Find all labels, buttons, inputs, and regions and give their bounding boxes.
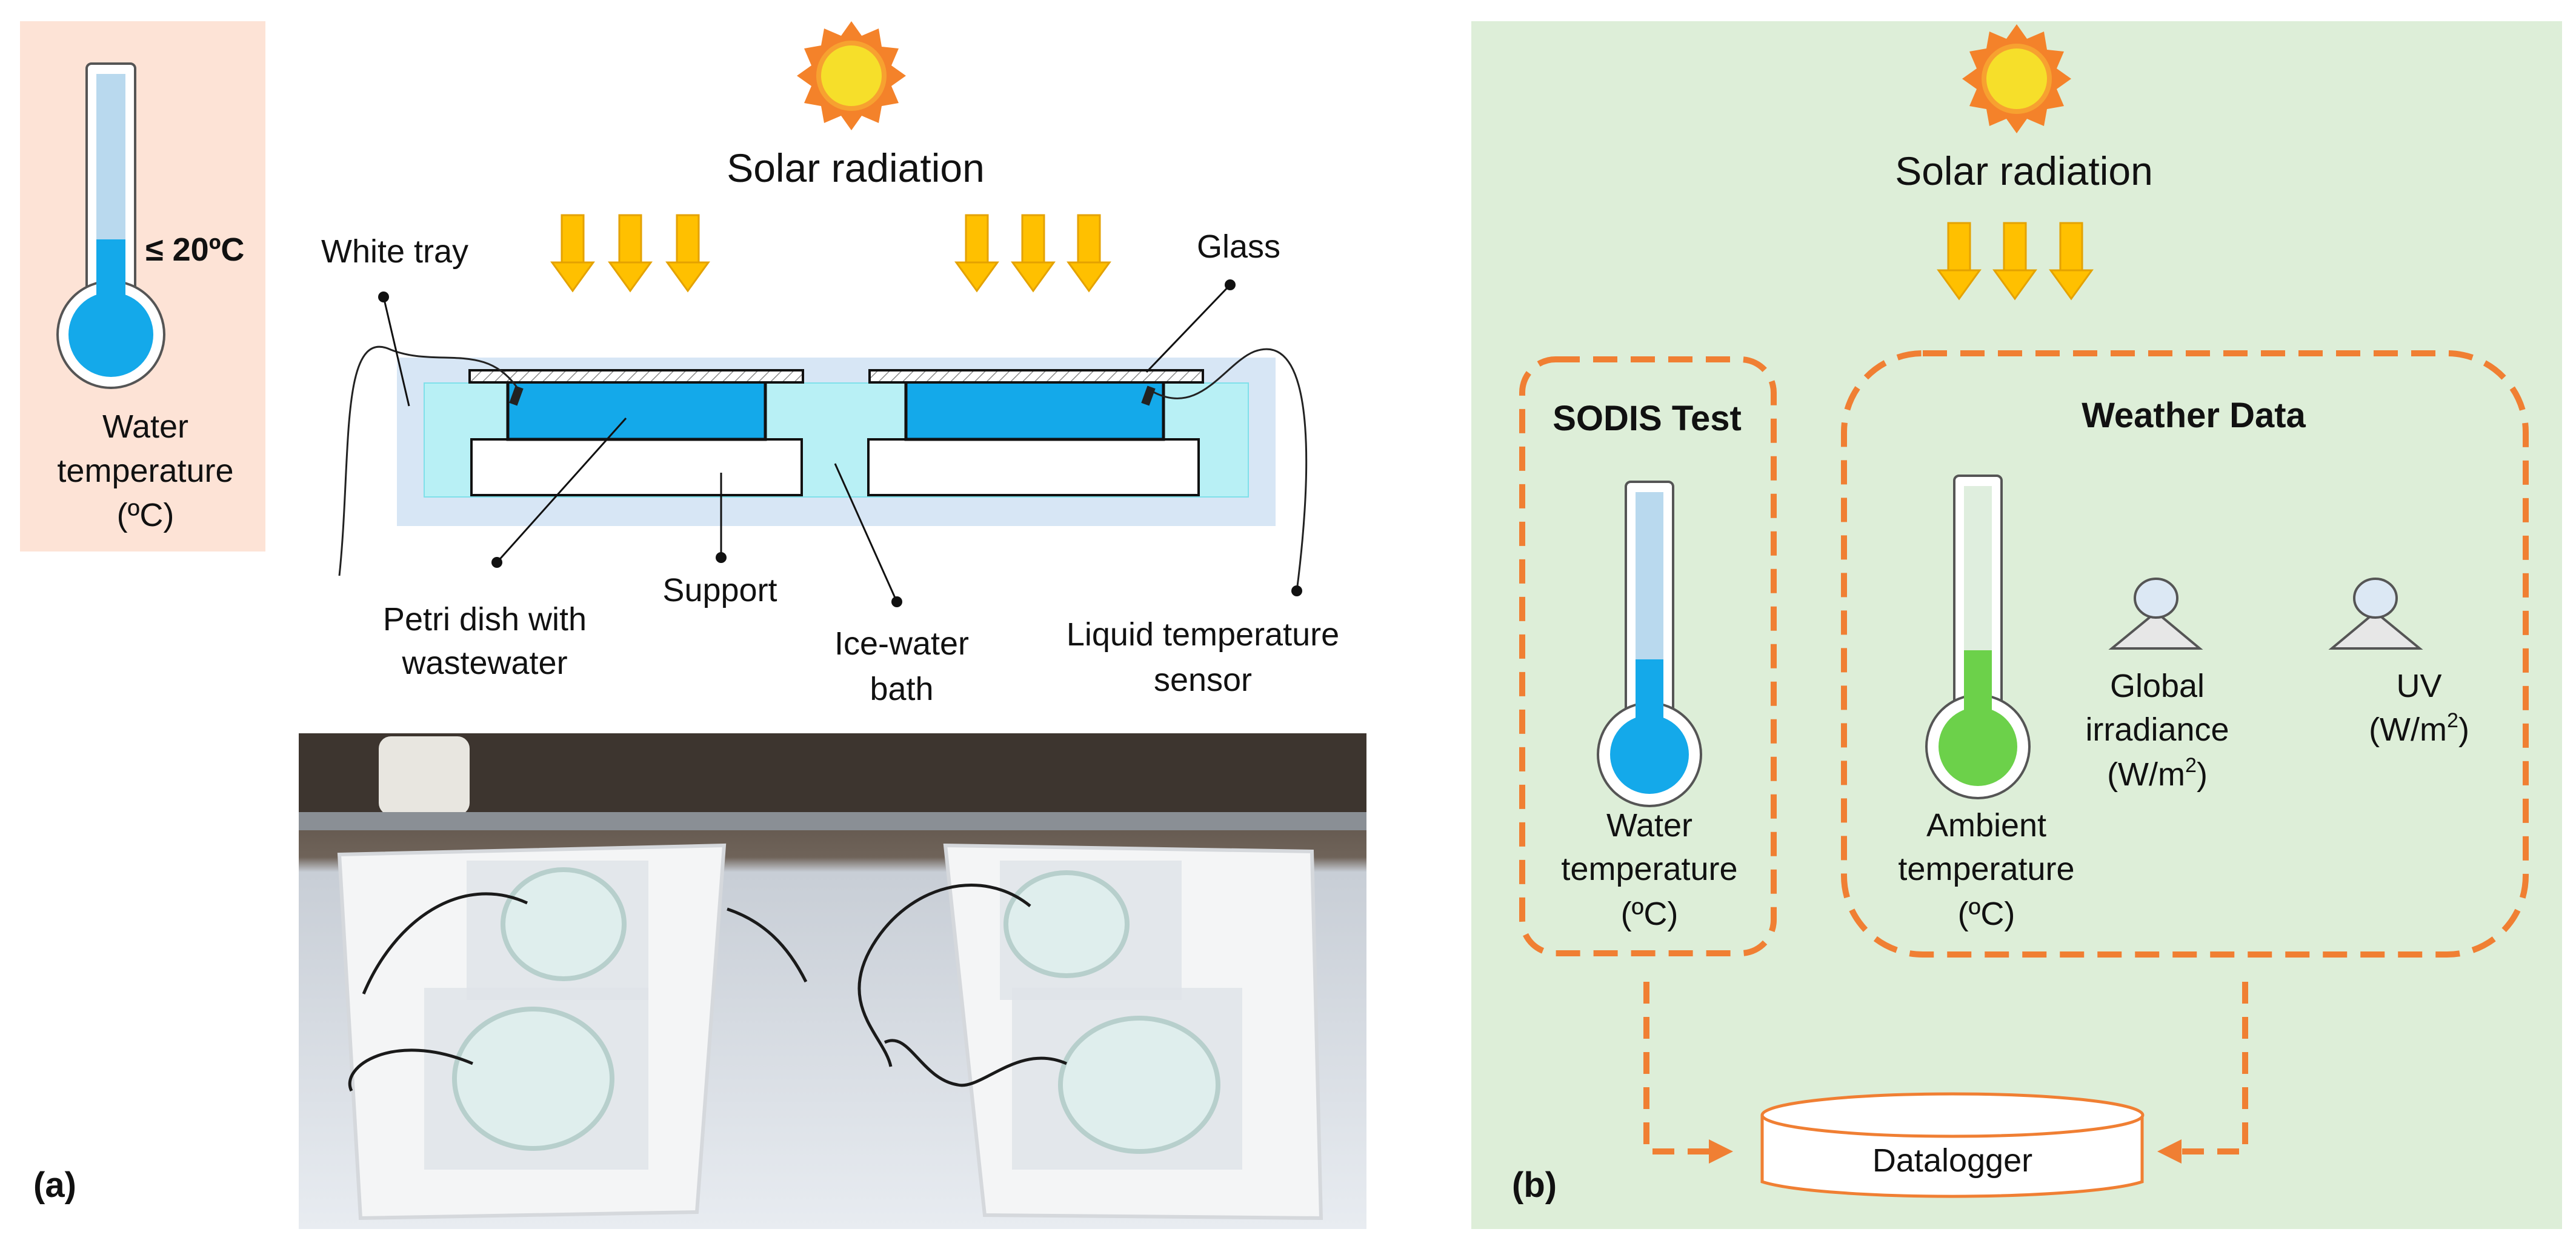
- unit-prefix: (W/m: [2107, 756, 2185, 793]
- support-label: Support: [662, 572, 777, 608]
- threshold-label: ≤ 20ºC: [145, 232, 244, 268]
- ambient-temp-label-line1: Ambient: [1926, 807, 2046, 844]
- arrow-head-icon: [1709, 1139, 1733, 1164]
- unit-superscript: 2: [2447, 709, 2458, 732]
- sensor-icon: [509, 385, 524, 406]
- water-temp-label-line2: temperature: [1561, 851, 1737, 887]
- sensor-wire-right: [1151, 348, 1308, 591]
- datalogger-label: Datalogger: [1872, 1142, 2032, 1179]
- uv-label-line2: (W/m2): [2369, 709, 2469, 748]
- ice-bath-label-line1: Ice-water: [834, 625, 969, 662]
- support-left: [470, 438, 803, 496]
- petri-dish-label-line2: wastewater: [401, 645, 567, 681]
- weather-data-title: Weather Data: [2082, 396, 2306, 435]
- legend-background: [20, 21, 265, 551]
- pyranometer-icon: [2108, 578, 2203, 650]
- sensor-wire-left: [338, 345, 519, 576]
- support-right: [867, 438, 1200, 496]
- sodis-test-title: SODIS Test: [1553, 399, 1742, 438]
- radiation-arrows-left: [551, 214, 710, 292]
- uv-sensor-icon: [2328, 578, 2423, 650]
- glass-left: [468, 369, 804, 384]
- datalogger-cylinder: [1760, 1092, 2145, 1198]
- sodis-test-box: [1519, 356, 1777, 956]
- petri-dish-right: [904, 380, 1165, 441]
- petri-dish-left: [506, 380, 767, 441]
- radiation-arrows-right: [955, 214, 1111, 292]
- water-temp-label-line3: (ºC): [1621, 896, 1679, 932]
- experiment-photo: [299, 733, 1366, 1229]
- unit-suffix: ): [2458, 711, 2469, 748]
- solar-radiation-label: Solar radiation: [1895, 148, 2153, 193]
- panel-b-label: (b): [1512, 1165, 1557, 1205]
- radiation-arrows: [1937, 222, 2093, 300]
- photo-wires: [348, 884, 1067, 1092]
- petri-dish-label-line1: Petri dish with: [383, 601, 587, 638]
- solar-radiation-label: Solar radiation: [727, 145, 985, 190]
- arrow-icon: [955, 214, 999, 292]
- unit-prefix: (W/m: [2369, 711, 2447, 748]
- global-irradiance-label-line3: (W/m2): [2107, 754, 2208, 793]
- leader-dots: [378, 279, 1302, 607]
- unit-suffix: ): [2197, 756, 2208, 793]
- arrow-icon: [608, 214, 652, 292]
- apparatus-schematic: [338, 279, 1308, 607]
- leader-lines: [382, 284, 1231, 602]
- water-temperature-legend: ≤ 20ºC Water temperature (ºC): [20, 21, 265, 551]
- thermo-label-line3: (ºC): [117, 497, 175, 533]
- ambient-temp-label-line2: temperature: [1898, 851, 2074, 887]
- white-tray-label: White tray: [321, 233, 468, 270]
- arrow-icon: [1011, 214, 1055, 292]
- water-temp-label-line1: Water: [1606, 807, 1692, 844]
- global-irradiance-label-line1: Global: [2110, 668, 2205, 704]
- water-thermometer-icon: [1597, 481, 1702, 807]
- glass-right: [868, 369, 1204, 384]
- ice-bath-label-line2: bath: [870, 671, 933, 707]
- sun-icon: [797, 21, 906, 130]
- ambient-temp-label-line3: (ºC): [1958, 896, 2015, 932]
- weather-data-box: [1841, 350, 2529, 958]
- unit-superscript: 2: [2185, 754, 2197, 777]
- glass-label: Glass: [1197, 228, 1280, 265]
- bottle-image: [379, 736, 470, 815]
- tray-photo-right: [943, 843, 1323, 1221]
- thermometer-icon: [56, 62, 165, 389]
- sensor-label-line1: Liquid temperature: [1067, 616, 1339, 653]
- thermo-label-line2: temperature: [57, 453, 233, 489]
- panel-a: ≤ 20ºC Water temperature (ºC) Solar radi…: [20, 21, 1366, 1229]
- data-connectors: [1643, 982, 2248, 1154]
- uv-label-line1: UV: [2396, 668, 2441, 704]
- panel-a-label: (a): [33, 1165, 76, 1205]
- arrow-icon: [551, 214, 594, 292]
- thermo-label-line1: Water: [102, 408, 188, 445]
- global-irradiance-label-line2: irradiance: [2085, 711, 2229, 748]
- arrow-icon: [666, 214, 710, 292]
- arrow-icon: [1067, 214, 1111, 292]
- sensor-label-line2: sensor: [1154, 662, 1252, 698]
- arrow-head-icon: [2157, 1139, 2182, 1164]
- tray-photo-left: [337, 843, 727, 1221]
- panel-b: Solar radiation SODIS Test Weather Data …: [1471, 21, 2562, 1229]
- ambient-thermometer-icon: [1925, 475, 2031, 799]
